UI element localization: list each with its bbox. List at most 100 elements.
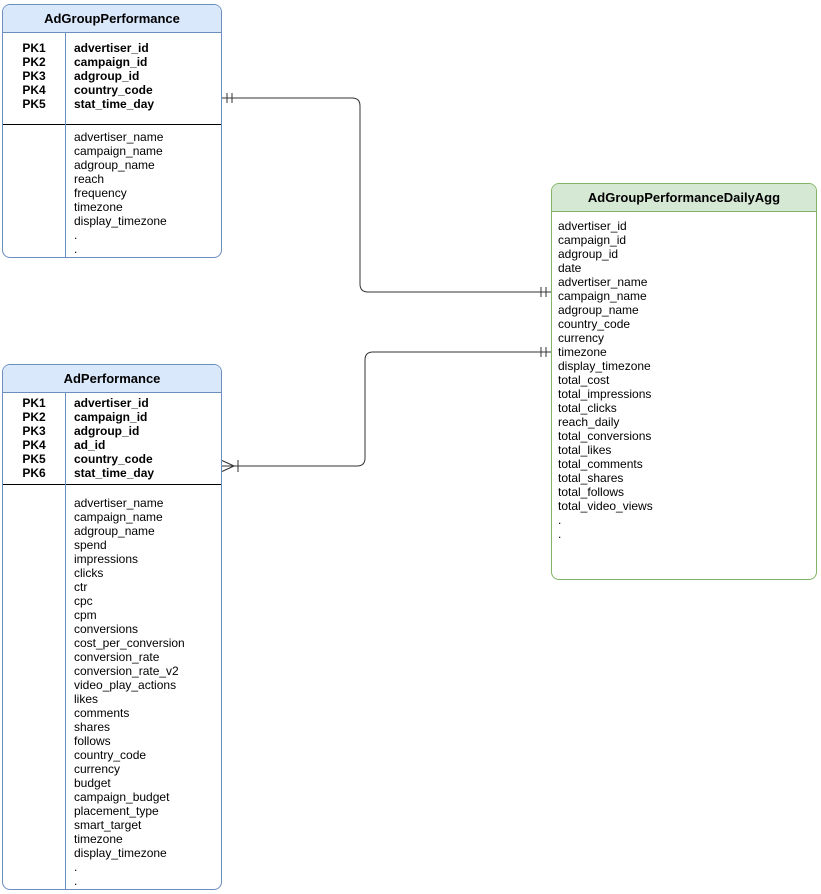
attribute-name: date — [558, 261, 582, 275]
relationship-adgroupperformance-to-dailyagg — [222, 93, 551, 297]
attr-spacer — [3, 594, 65, 608]
attr-spacer — [3, 650, 65, 664]
attr-spacer — [3, 804, 65, 818]
attr-spacer — [3, 832, 65, 846]
attribute-name: adgroup_name — [558, 303, 639, 317]
attribute-name: total_comments — [558, 457, 643, 471]
attribute-name: cpm — [74, 608, 97, 622]
attribute-name: total_shares — [558, 471, 624, 485]
pk-field-name: adgroup_id — [74, 424, 140, 438]
attribute-name: reach_daily — [558, 415, 620, 429]
attribute-name: currency — [74, 762, 121, 776]
attr-spacer — [3, 186, 65, 200]
entity-title: AdGroupPerformanceDailyAgg — [552, 184, 816, 212]
entity-adgroupperformancedailyagg[interactable]: AdGroupPerformanceDailyAgg advertiser_id… — [551, 183, 817, 580]
attribute-name: campaign_name — [74, 144, 163, 158]
section-divider — [3, 484, 221, 485]
attribute-name: . — [74, 874, 78, 888]
attr-spacer — [3, 860, 65, 874]
attribute-name: likes — [74, 692, 99, 706]
attribute-name: advertiser_name — [74, 130, 164, 144]
attribute-name: . — [74, 860, 78, 874]
attribute-name: display_timezone — [74, 214, 167, 228]
attribute-name: country_code — [74, 748, 147, 762]
attr-spacer — [3, 734, 65, 748]
attribute-name: timezone — [74, 200, 123, 214]
cardinality-one-or-many-crow-foot-marker — [221, 460, 239, 472]
relationship-dailyagg-to-adperformance — [221, 347, 551, 472]
section-divider — [3, 124, 221, 125]
attribute-name: . — [74, 228, 78, 242]
pk-column-divider — [65, 33, 66, 257]
pk-label: PK5 — [22, 452, 46, 466]
attr-spacer — [3, 130, 65, 144]
attribute-name: display_timezone — [558, 359, 651, 373]
attribute-name: reach — [74, 172, 105, 186]
attribute-name: advertiser_name — [74, 496, 164, 510]
pk-field-name: campaign_id — [74, 410, 148, 424]
attribute-name: campaign_id — [558, 233, 627, 247]
attribute-name: currency — [558, 331, 605, 345]
pk-field-name: stat_time_day — [74, 97, 155, 111]
attribute-name: campaign_name — [558, 289, 647, 303]
attribute-name: conversions — [74, 622, 139, 636]
attr-spacer — [3, 566, 65, 580]
attr-spacer — [3, 214, 65, 228]
attribute-name: display_timezone — [74, 846, 167, 860]
relationship-line — [234, 351, 551, 467]
cardinality-one-and-only-one-marker — [226, 93, 233, 103]
attr-spacer — [3, 496, 65, 510]
attribute-name: total_impressions — [558, 387, 652, 401]
attribute-name: frequency — [74, 186, 127, 200]
attr-spacer — [3, 200, 65, 214]
attribute-name: . — [558, 527, 562, 541]
pk-field-name: adgroup_id — [74, 69, 140, 83]
attribute-name: ctr — [74, 580, 88, 594]
attr-spacer — [3, 636, 65, 650]
attr-spacer — [3, 144, 65, 158]
attribute-name: advertiser_name — [558, 275, 648, 289]
attr-spacer — [3, 172, 65, 186]
attribute-name: spend — [74, 538, 107, 552]
attribute-name: smart_target — [74, 818, 142, 832]
attr-spacer — [3, 622, 65, 636]
attr-spacer — [3, 552, 65, 566]
attribute-name: . — [558, 513, 562, 527]
attribute-name: follows — [74, 734, 111, 748]
attribute-name: . — [74, 242, 78, 256]
attr-spacer — [3, 510, 65, 524]
attribute-name: country_code — [558, 317, 631, 331]
attribute-name: campaign_budget — [74, 790, 170, 804]
attribute-name: adgroup_name — [74, 158, 155, 172]
attribute-name: total_video_views — [558, 499, 653, 513]
cardinality-one-and-only-one-marker — [540, 287, 547, 297]
pk-label: PK1 — [22, 396, 46, 410]
pk-label: PK4 — [22, 83, 46, 97]
attr-spacer — [3, 608, 65, 622]
attr-spacer — [3, 706, 65, 720]
pk-field-name: campaign_id — [74, 55, 148, 69]
attribute-name: cpc — [74, 594, 93, 608]
attribute-name: shares — [74, 720, 111, 734]
attribute-name: total_clicks — [558, 401, 617, 415]
pk-label: PK2 — [22, 410, 46, 424]
attribute-name: video_play_actions — [74, 678, 177, 692]
attribute-name: impressions — [74, 552, 139, 566]
pk-label: PK6 — [22, 466, 46, 480]
pk-label: PK3 — [22, 424, 46, 438]
pk-label: PK5 — [22, 97, 46, 111]
attribute-name: budget — [74, 776, 111, 790]
attr-spacer — [3, 678, 65, 692]
relationship-line — [222, 97, 551, 293]
entity-title: AdGroupPerformance — [3, 5, 221, 33]
attribute-name: cost_per_conversion — [74, 636, 185, 650]
attribute-name: total_cost — [558, 373, 610, 387]
attribute-name: clicks — [74, 566, 104, 580]
pk-label: PK4 — [22, 438, 46, 452]
